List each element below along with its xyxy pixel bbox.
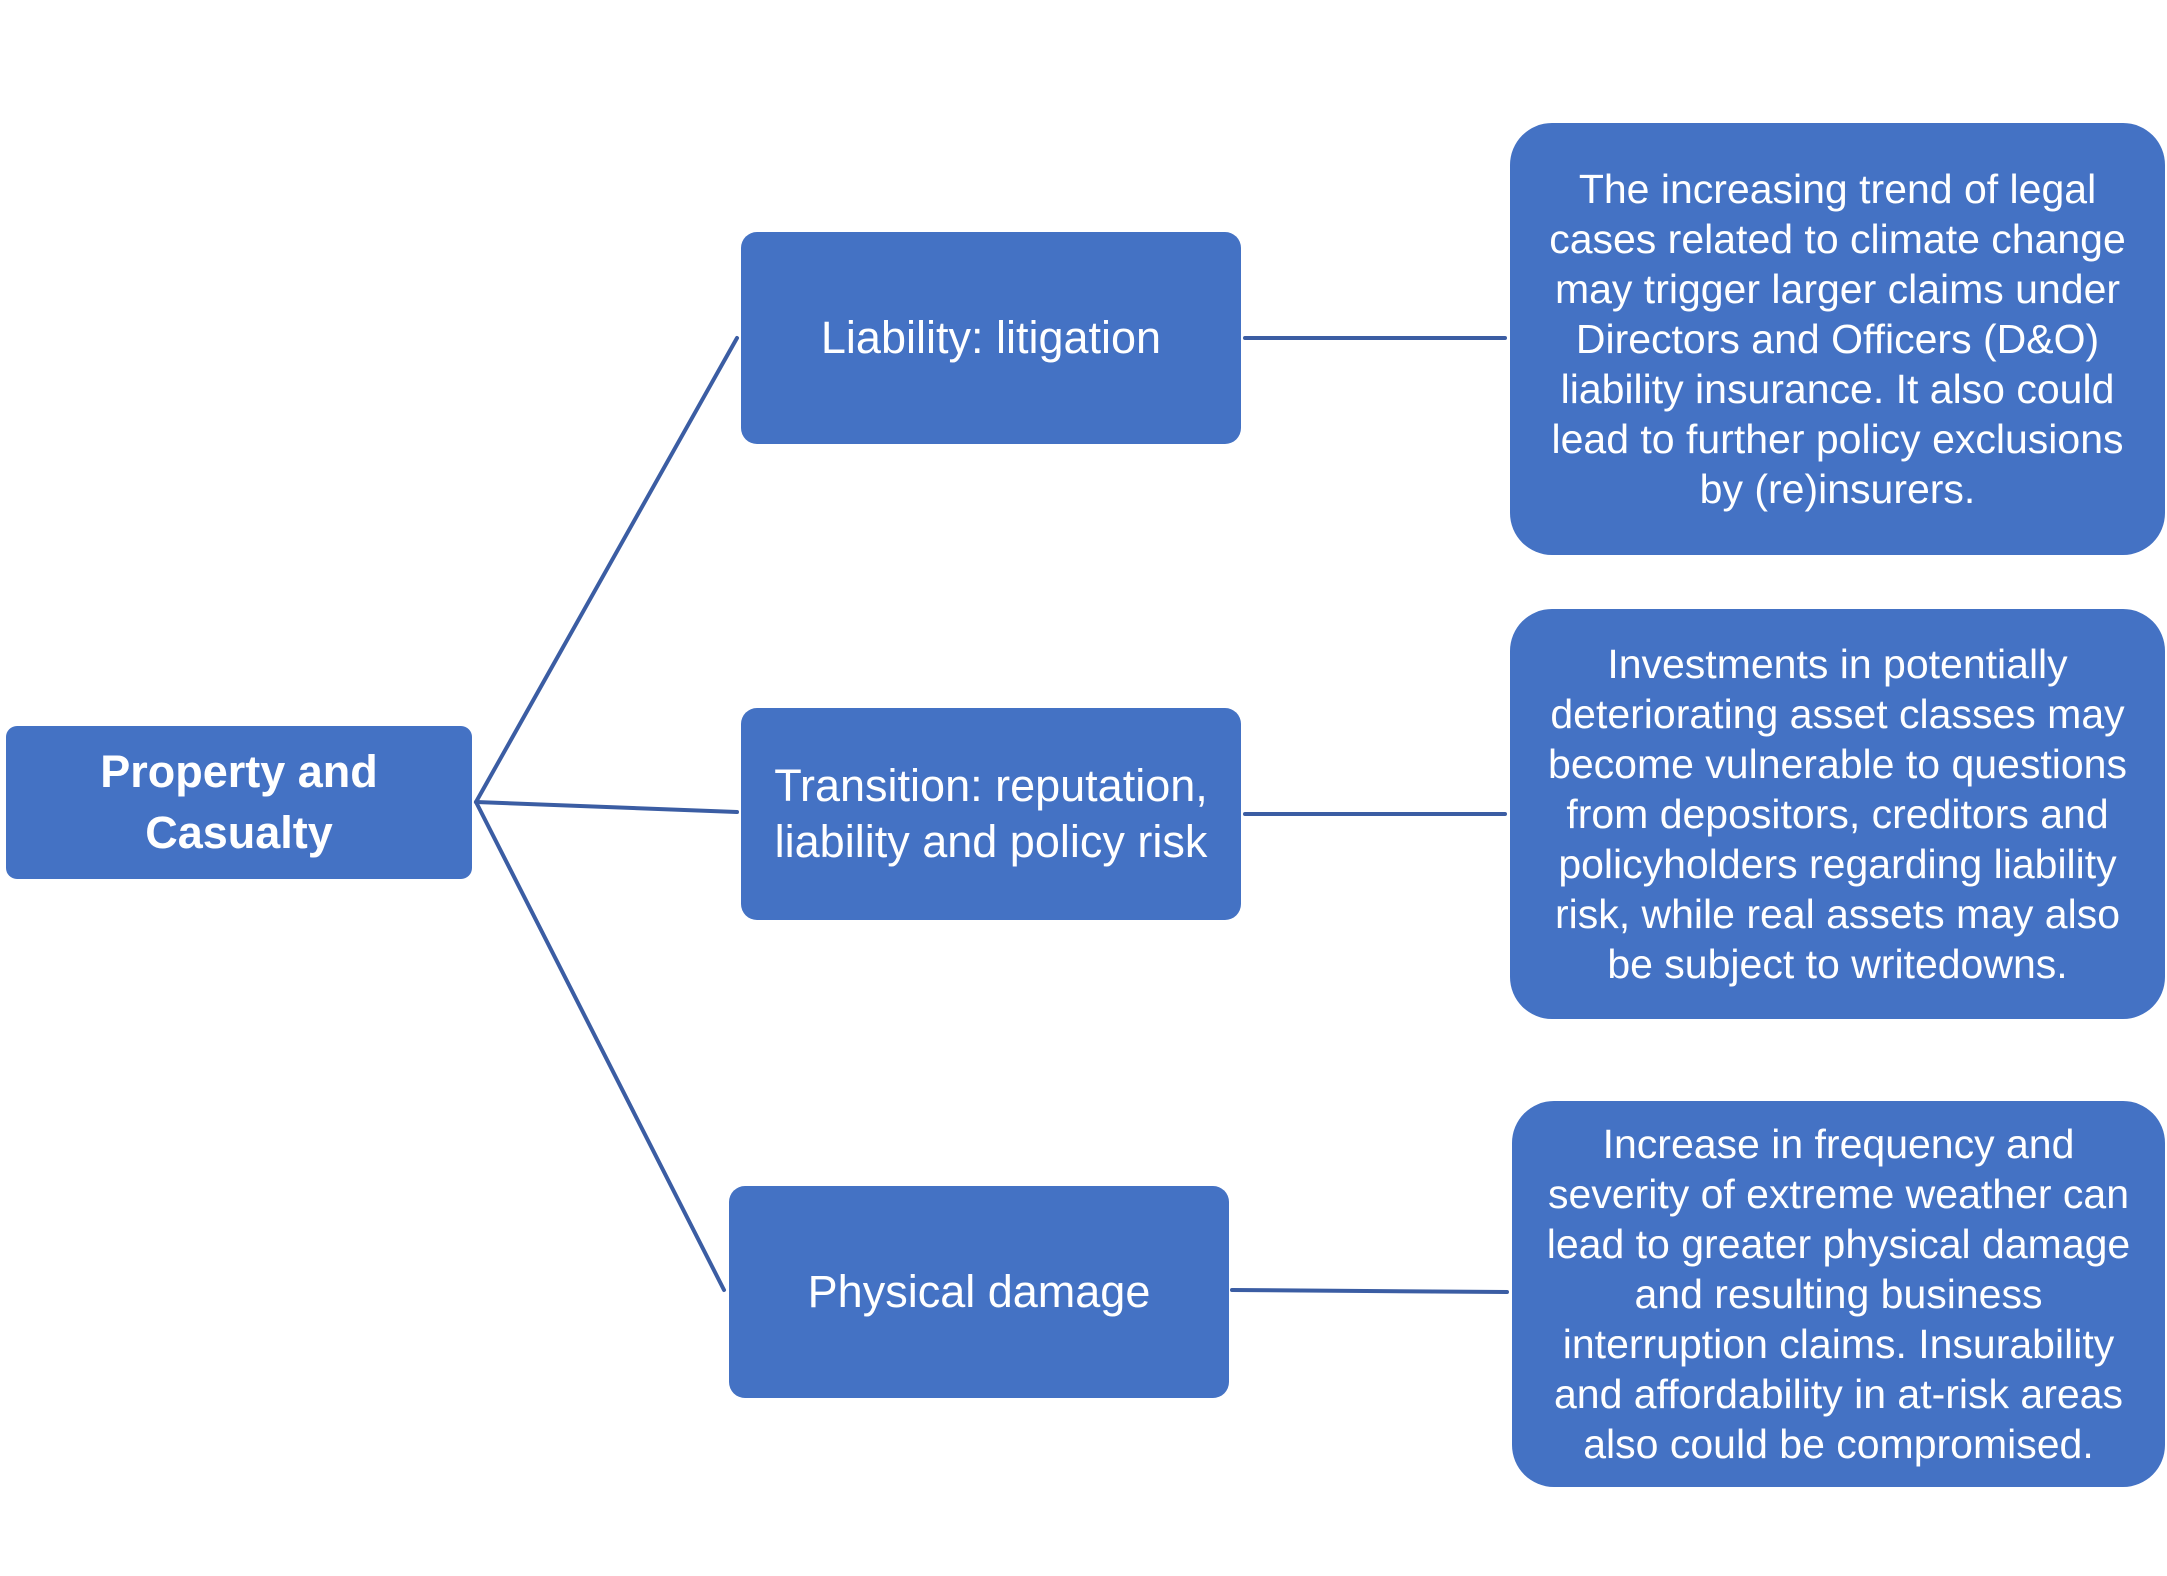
connector-root-to-liability <box>474 336 739 804</box>
detail-node-transition: Investments in potentially deteriorating… <box>1510 609 2165 1019</box>
detail-node-liability: The increasing trend of legal cases rela… <box>1510 123 2165 555</box>
connector-root-to-physical <box>474 800 726 1292</box>
branch-node-physical-damage: Physical damage <box>729 1186 1229 1398</box>
connector-physical-to-detail <box>1230 1288 1509 1294</box>
root-node: Property and Casualty <box>6 726 472 879</box>
branch-node-liability: Liability: litigation <box>741 232 1241 444</box>
branch-node-transition: Transition: reputation, liability and po… <box>741 708 1241 920</box>
detail-node-transition-text: Investments in potentially deteriorating… <box>1548 640 2127 988</box>
branch-node-transition-label: Transition: reputation, liability and po… <box>774 759 1208 867</box>
connector-root-to-transition <box>474 800 739 814</box>
detail-node-physical-damage: Increase in frequency and severity of ex… <box>1512 1101 2165 1487</box>
detail-node-physical-damage-text: Increase in frequency and severity of ex… <box>1546 1120 2131 1468</box>
branch-node-physical-damage-label: Physical damage <box>807 1265 1151 1317</box>
root-node-label: Property and Casualty <box>100 745 378 858</box>
branch-node-liability-label: Liability: litigation <box>820 311 1162 363</box>
detail-node-liability-text: The increasing trend of legal cases rela… <box>1549 165 2126 513</box>
